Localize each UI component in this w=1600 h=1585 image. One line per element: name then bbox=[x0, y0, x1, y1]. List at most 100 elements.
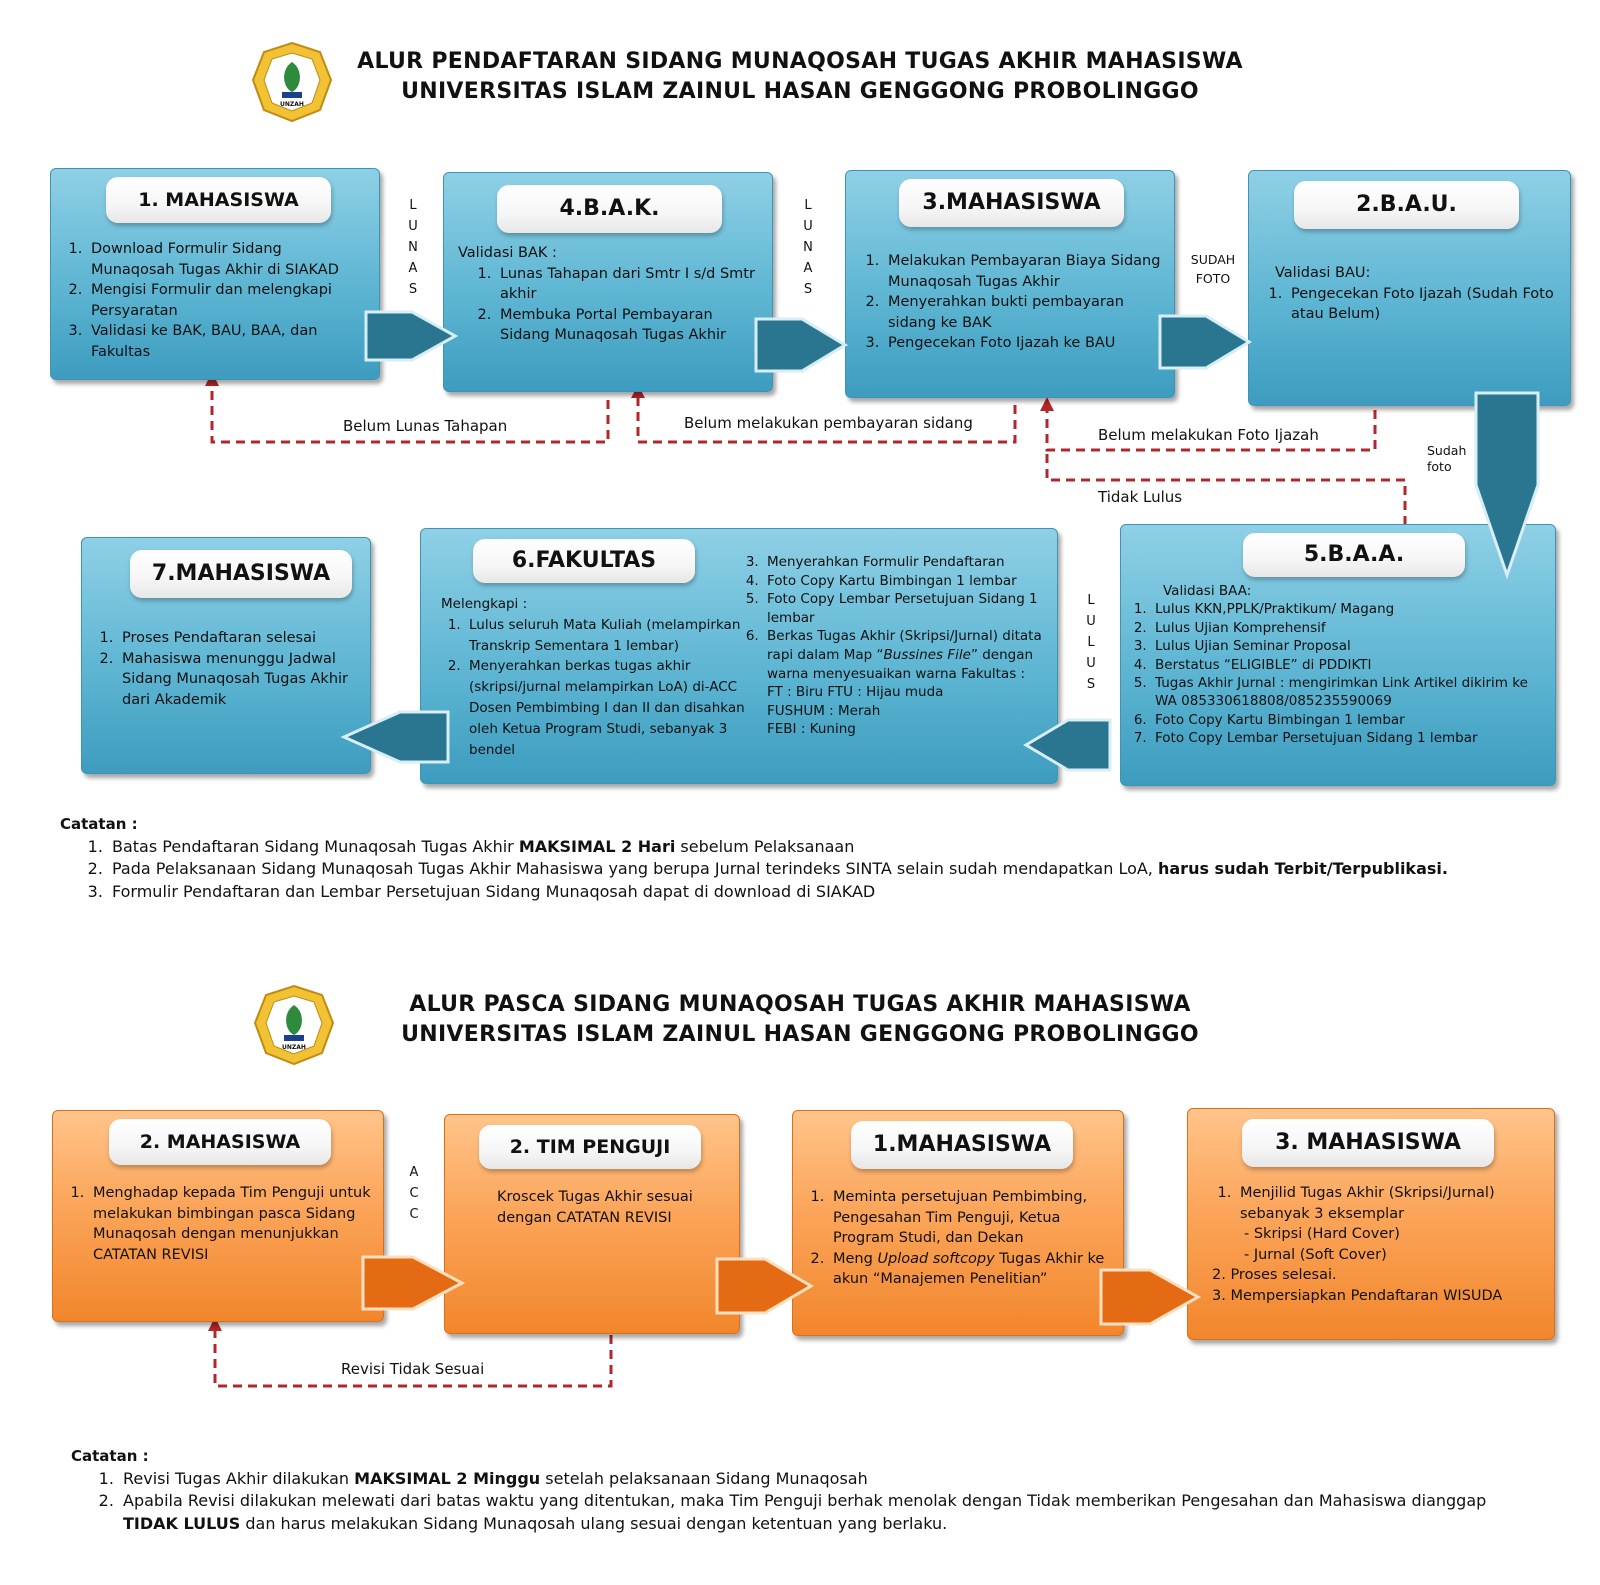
dashed-revisi bbox=[213, 1330, 613, 1388]
list-item: Pengecekan Foto Ijazah ke BAU bbox=[884, 333, 1165, 354]
arrow-right-icon bbox=[364, 310, 459, 362]
color-line: FEBI : Kuning bbox=[767, 721, 856, 738]
title-line-1: ALUR PENDAFTARAN SIDANG MUNAQOSAH TUGAS … bbox=[357, 49, 1243, 74]
sub-item: - Skripsi (Hard Cover) bbox=[1244, 1226, 1400, 1242]
arrow-right-icon bbox=[754, 317, 848, 373]
step-header: 4.B.A.K. bbox=[497, 185, 722, 233]
step-header: 2. TIM PENGUJI bbox=[479, 1125, 701, 1169]
step-header: 1. MAHASISWA bbox=[106, 177, 331, 223]
revisi-label: Revisi Tidak Sesuai bbox=[341, 1360, 485, 1378]
step-text: Validasi BAA: Lulus KKN,PPLK/Praktikum/ … bbox=[1127, 582, 1552, 748]
arrow-right-icon bbox=[1158, 314, 1252, 370]
step-text: Meminta persetujuan Pembimbing, Pengesah… bbox=[805, 1187, 1115, 1290]
redhead-4 bbox=[208, 1317, 222, 1331]
step-header: 5.B.A.A. bbox=[1243, 533, 1465, 577]
step-text: Download Formulir Sidang Munaqosah Tugas… bbox=[63, 239, 368, 362]
list-item: Melakukan Pembayaran Biaya Sidang Munaqo… bbox=[884, 251, 1165, 292]
list-item: Tugas Akhir Jurnal : mengirimkan Link Ar… bbox=[1151, 674, 1552, 711]
step-7-mahasiswa-box: 7.MAHASISWA Proses Pendaftaran selesai M… bbox=[81, 537, 371, 774]
belum-bayar-label: Belum melakukan pembayaran sidang bbox=[684, 414, 973, 432]
dashed-belum-foto bbox=[1045, 410, 1377, 452]
sub-item: - Jurnal (Soft Cover) bbox=[1244, 1246, 1387, 1263]
title-line-2: UNIVERSITAS ISLAM ZAINUL HASAN GENGGONG … bbox=[401, 79, 1199, 104]
step-header: 2.B.A.U. bbox=[1294, 181, 1519, 229]
step-text-right: Menyerahkan Formulir Pendaftaran Foto Co… bbox=[739, 553, 1051, 739]
step-intro: Melengkapi : bbox=[441, 596, 528, 612]
list-item: 3. Mempersiapkan Pendaftaran WISUDA bbox=[1212, 1287, 1503, 1304]
list-item: 2. Proses selesai. bbox=[1212, 1267, 1337, 1283]
note-item: Batas Pendaftaran Sidang Munaqosah Tugas… bbox=[108, 836, 1560, 859]
belum-lunas-label: Belum Lunas Tahapan bbox=[343, 417, 508, 435]
arrow-left-icon bbox=[340, 710, 450, 764]
arrow-left-icon bbox=[1023, 718, 1112, 772]
step-header: 3.MAHASISWA bbox=[899, 179, 1124, 227]
list-item: Foto Copy Lembar Persetujuan Sidang 1 le… bbox=[763, 590, 1051, 627]
step-3-mahasiswa-box: 3.MAHASISWA Melakukan Pembayaran Biaya S… bbox=[845, 170, 1175, 398]
step-text: Kroscek Tugas Akhir sesuai dengan CATATA… bbox=[497, 1189, 693, 1226]
step-1-mahasiswa-box: 1. MAHASISWA Download Formulir Sidang Mu… bbox=[50, 168, 380, 380]
post-step-2-mahasiswa-box: 2. MAHASISWA Menghadap kepada Tim Penguj… bbox=[52, 1110, 384, 1322]
list-item: Berstatus “ELIGIBLE” di PDDIKTI bbox=[1151, 656, 1552, 674]
list-item: Lulus seluruh Mata Kuliah (melampirkan T… bbox=[465, 615, 751, 657]
note-item: Apabila Revisi dilakukan melewati dari b… bbox=[119, 1490, 1521, 1535]
notes-section-2: Catatan : Revisi Tugas Akhir dilakukan M… bbox=[71, 1445, 1521, 1535]
step-header: 7.MAHASISWA bbox=[130, 550, 352, 598]
svg-text:UNZAH: UNZAH bbox=[280, 101, 304, 108]
step-2-bau-box: 2.B.A.U. Validasi BAU: Pengecekan Foto I… bbox=[1248, 170, 1571, 406]
university-logo: UNZAH bbox=[250, 40, 334, 124]
step-6-fakultas-box: 6.FAKULTAS Melengkapi : Lulus seluruh Ma… bbox=[420, 528, 1058, 784]
list-item: Download Formulir Sidang Munaqosah Tugas… bbox=[87, 239, 368, 280]
list-item: Menjilid Tugas Akhir (Skripsi/Jurnal) se… bbox=[1236, 1183, 1542, 1265]
list-item: Menyerahkan bukti pembayaran sidang ke B… bbox=[884, 292, 1165, 333]
note-item: Revisi Tugas Akhir dilakukan MAKSIMAL 2 … bbox=[119, 1468, 1521, 1491]
list-item: Lunas Tahapan dari Smtr I s/d Smtr akhir bbox=[496, 264, 763, 305]
list-item: Menghadap kepada Tim Penguji untuk melak… bbox=[89, 1183, 375, 1265]
list-item: Proses Pendaftaran selesai bbox=[118, 628, 364, 649]
svg-text:UNZAH: UNZAH bbox=[282, 1044, 306, 1051]
arrow-down-icon bbox=[1474, 391, 1540, 580]
belum-foto-label: Belum melakukan Foto Ijazah bbox=[1098, 426, 1319, 444]
list-item: Pengecekan Foto Ijazah (Sudah Foto atau … bbox=[1287, 284, 1563, 325]
note-item: Pada Pelaksanaan Sidang Munaqosah Tugas … bbox=[108, 858, 1560, 881]
step-header: 3. MAHASISWA bbox=[1242, 1119, 1494, 1167]
step-intro: Validasi BAK : bbox=[458, 245, 557, 261]
step-text: Proses Pendaftaran selesai Mahasiswa men… bbox=[94, 628, 364, 710]
post-step-tim-penguji-box: 2. TIM PENGUJI Kroscek Tugas Akhir sesua… bbox=[444, 1114, 740, 1334]
step-header: 6.FAKULTAS bbox=[473, 539, 695, 583]
list-item: Berkas Tugas Akhir (Skripsi/Jurnal) dita… bbox=[763, 627, 1051, 739]
step-5-baa-box: 5.B.A.A. Validasi BAA: Lulus KKN,PPLK/Pr… bbox=[1120, 524, 1556, 786]
list-item: Meminta persetujuan Pembimbing, Pengesah… bbox=[829, 1187, 1115, 1249]
logo-seal-icon: UNZAH bbox=[253, 984, 335, 1066]
logo-seal-icon: UNZAH bbox=[251, 41, 333, 123]
list-item: Foto Copy Kartu Bimbingan 1 lembar bbox=[1151, 711, 1552, 729]
step-text: Validasi BAK : Lunas Tahapan dari Smtr I… bbox=[458, 243, 763, 346]
step-text: Menjilid Tugas Akhir (Skripsi/Jurnal) se… bbox=[1212, 1183, 1542, 1306]
list-item: Validasi ke BAK, BAU, BAA, dan Fakultas bbox=[87, 321, 368, 362]
list-item: Mahasiswa menunggu Jadwal Sidang Munaqos… bbox=[118, 649, 364, 711]
step-text: Validasi BAU: Pengecekan Foto Ijazah (Su… bbox=[1263, 263, 1563, 325]
dashed-belum-bayar bbox=[636, 397, 1017, 444]
list-item: Lulus KKN,PPLK/Praktikum/ Magang bbox=[1151, 600, 1552, 618]
tidak-lulus-label: Tidak Lulus bbox=[1098, 488, 1183, 506]
notes-title: Catatan : bbox=[60, 815, 138, 833]
color-line: FUSHUM : Merah bbox=[767, 702, 881, 719]
step-header: 1.MAHASISWA bbox=[851, 1121, 1073, 1169]
list-item: Menyerahkan Formulir Pendaftaran bbox=[763, 553, 1051, 572]
list-item: Menyerahkan berkas tugas akhir (skripsi/… bbox=[465, 656, 751, 760]
arrow-right-icon bbox=[361, 1255, 466, 1311]
step-header: 2. MAHASISWA bbox=[109, 1119, 331, 1165]
title-line-1: ALUR PASCA SIDANG MUNAQOSAH TUGAS AKHIR … bbox=[409, 992, 1191, 1017]
step-text: Menghadap kepada Tim Penguji untuk melak… bbox=[65, 1183, 375, 1265]
step-intro: Validasi BAU: bbox=[1275, 265, 1371, 281]
step-text-left: Melengkapi : Lulus seluruh Mata Kuliah (… bbox=[441, 594, 751, 760]
post-step-1-mahasiswa-box: 1.MAHASISWA Meminta persetujuan Pembimbi… bbox=[792, 1110, 1124, 1336]
step-text: Melakukan Pembayaran Biaya Sidang Munaqo… bbox=[860, 251, 1165, 354]
